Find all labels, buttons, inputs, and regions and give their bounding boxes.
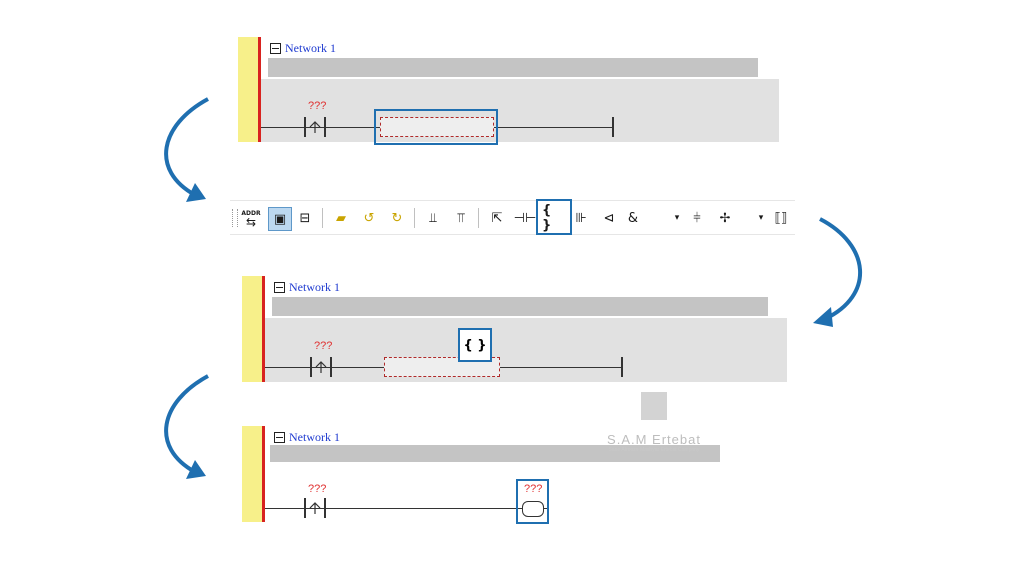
power-rail-line (262, 276, 265, 382)
insert-position[interactable] (384, 357, 500, 377)
toolbar-separator (478, 208, 479, 228)
network-header[interactable]: Network 1 (274, 280, 340, 295)
power-rail-line (258, 37, 261, 142)
addr-toggle-icon[interactable]: ADDR⇆ (241, 209, 261, 229)
dropdown-icon[interactable]: ▾ (758, 213, 764, 223)
toolbar-separator (322, 208, 323, 228)
network-title: Network 1 (289, 430, 340, 444)
power-rail-line (262, 426, 265, 522)
power-rail (238, 37, 258, 142)
rung-end (612, 117, 614, 137)
toolbar-grip[interactable] (232, 209, 238, 227)
highlight-coil (516, 479, 549, 524)
ladder-panel-3: Network 1 ??? ??? (242, 426, 770, 524)
collapse-icon[interactable] (270, 43, 281, 54)
collapse-icon[interactable] (274, 432, 285, 443)
dropdown-icon[interactable]: ▾ (674, 213, 680, 223)
network-grid (261, 79, 779, 142)
return-icon[interactable]: ⊲ (603, 210, 615, 226)
addr-label: ADDR (241, 209, 261, 217)
open-branch-icon[interactable]: ▰ (336, 210, 346, 226)
coil[interactable] (522, 501, 544, 517)
select-cursor-icon[interactable]: ⇱ (491, 210, 503, 226)
highlight-coil-button (536, 199, 572, 235)
branch-up-icon[interactable]: ↺ (363, 210, 375, 226)
watermark-name: S.A.M Ertebat (607, 432, 701, 447)
power-rail (242, 426, 262, 522)
vertical-up-icon[interactable]: ⫫ (429, 210, 437, 226)
network-comment[interactable] (270, 445, 720, 462)
box-bracket-icon[interactable]: ⟦⟧ (774, 210, 788, 226)
drag-coil-cursor: { } (458, 328, 492, 362)
flow-arrow-1 (164, 97, 209, 202)
power-rail (242, 276, 262, 382)
contact-operand[interactable]: ??? (314, 340, 333, 352)
ladder-toolbar: ADDR⇆ ▣ ⊟ ▰ ↺ ↻ ⫫ ⫪ ⇱ ⊣⊢ { } ⊪ ⊲ & ▾ ⫩ ✢… (230, 199, 795, 235)
rising-edge-contact[interactable] (304, 117, 326, 137)
and-icon[interactable]: & (627, 210, 639, 226)
branch-down-icon[interactable]: ↻ (391, 210, 403, 226)
network-comment[interactable] (272, 297, 768, 316)
flow-arrow-2 (813, 217, 863, 327)
network-header[interactable]: Network 1 (270, 41, 336, 56)
coil-operand[interactable]: ??? (524, 483, 543, 495)
coil-icon[interactable]: { } (542, 203, 552, 233)
toolbar-separator (414, 208, 415, 228)
rung-end (621, 357, 623, 377)
contact-operand[interactable]: ??? (308, 100, 327, 112)
contact-operand[interactable]: ??? (308, 483, 327, 495)
collapse-icon[interactable] (274, 282, 285, 293)
vertical-down-icon[interactable]: ⫪ (457, 210, 465, 226)
highlight-insert-position (374, 109, 498, 145)
watermark-subtitle: Sane Afrooze Mashyar Ertebat Company (608, 447, 700, 453)
ladder-panel-2: Network 1 ??? { } (242, 276, 787, 382)
rung-wire (265, 508, 547, 509)
box-icon[interactable]: ⊪ (575, 210, 587, 226)
view-panel-icon[interactable]: ▣ (268, 207, 292, 231)
ladder-panel-1: Network 1 ??? (238, 37, 779, 145)
company-logo-icon (641, 392, 667, 420)
flow-arrow-3 (164, 374, 209, 479)
network-comment[interactable] (268, 58, 758, 77)
network-title: Network 1 (289, 280, 340, 294)
rising-edge-contact[interactable] (310, 357, 332, 377)
network-title: Network 1 (285, 41, 336, 55)
watermark: S.A.M Ertebat Sane Afrooze Mashyar Erteb… (600, 392, 708, 462)
insert-position[interactable] (380, 117, 494, 137)
network-header[interactable]: Network 1 (274, 430, 340, 445)
branch-split-icon[interactable]: ⫩ (693, 210, 701, 226)
coil-cursor-icon: { } (463, 337, 487, 353)
contact-icon[interactable]: ⊣⊢ (513, 210, 537, 226)
network-grid (265, 318, 787, 382)
network-icon[interactable]: ⊟ (299, 210, 311, 226)
rising-edge-contact[interactable] (304, 498, 326, 518)
jump-icon[interactable]: ✢ (719, 210, 731, 226)
